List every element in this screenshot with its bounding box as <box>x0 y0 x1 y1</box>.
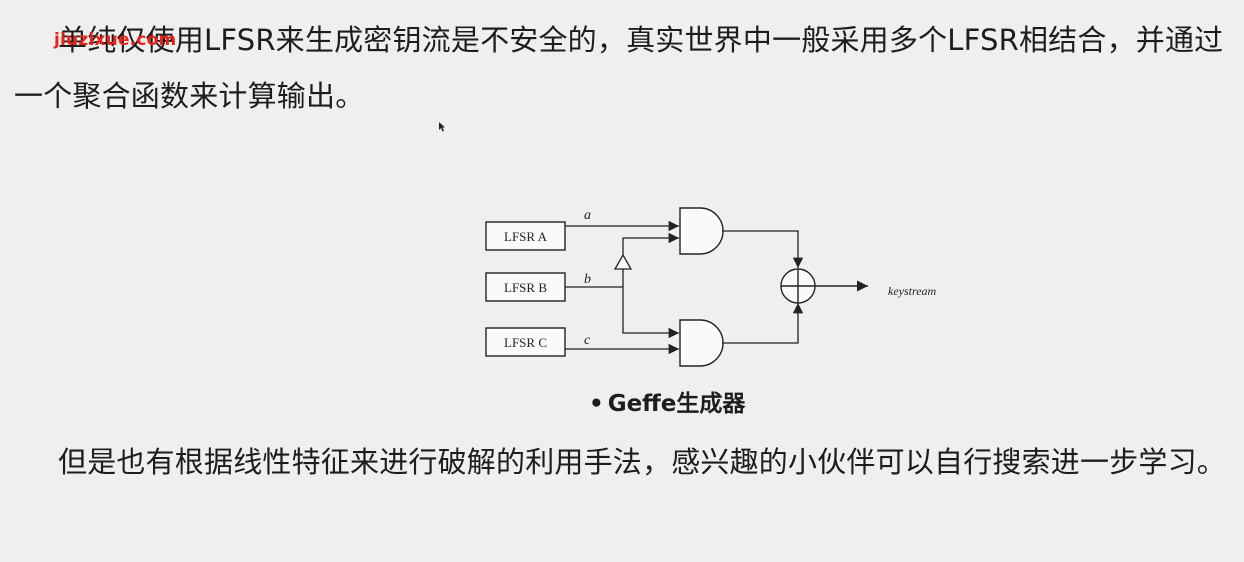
not-gate-icon <box>613 253 633 270</box>
intro-paragraph: 单纯仅使用LFSR来生成密钥流是不安全的，真实世界中一般采用多个LFSR相结合，… <box>14 23 1224 113</box>
signal-a-label: a <box>584 208 591 223</box>
keystream-label: keystream <box>888 284 937 298</box>
and-gate-icon <box>679 319 724 367</box>
lfsr-a-block: LFSR A <box>485 221 566 251</box>
lfsr-c-label: LFSR C <box>504 335 547 350</box>
xor-circle-icon <box>780 268 816 304</box>
lfsr-b-label: LFSR B <box>504 280 547 295</box>
diagram-caption: •Geffe生成器 <box>589 388 745 420</box>
lfsr-c-block: LFSR C <box>485 327 566 357</box>
geffe-generator-diagram: LFSR A LFSR B LFSR C a b c <box>485 207 937 367</box>
and-gate-icon <box>679 207 724 255</box>
lfsr-a-label: LFSR A <box>504 229 548 244</box>
watermark: jiuzixue.com <box>54 30 177 50</box>
signal-b-label: b <box>584 272 591 287</box>
caption-bullet: • <box>589 391 604 417</box>
mouse-pointer-icon <box>439 122 445 132</box>
signal-c-label: c <box>584 333 591 348</box>
lfsr-b-block: LFSR B <box>485 272 566 302</box>
closing-paragraph: 但是也有根据线性特征来进行破解的利用手法，感兴趣的小伙伴可以自行搜索进一步学习。 <box>58 445 1227 479</box>
caption-text: Geffe生成器 <box>607 391 746 417</box>
